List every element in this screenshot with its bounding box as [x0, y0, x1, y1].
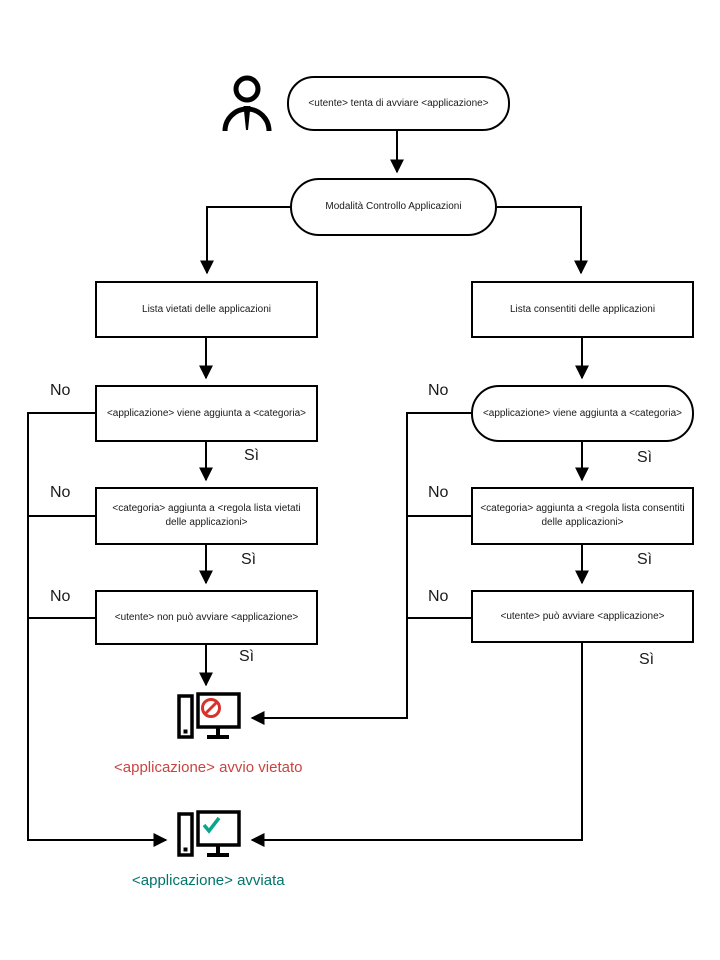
node-start: <utente> tenta di avviare <applicazione> [287, 76, 510, 131]
outcome-allowed-label: <applicazione> avviata [132, 872, 285, 889]
node-left-step2-label: <categoria> aggiunta a <regola lista vie… [112, 503, 301, 528]
connector-right-no-rail [250, 412, 408, 725]
label-no-right-3: No [428, 588, 449, 605]
outcome-blocked-label: <applicazione> avvio vietato [114, 759, 303, 776]
connector-right-yes-allowed [250, 643, 583, 847]
node-right-step1-label: <applicazione> viene aggiunta a <categor… [482, 407, 683, 419]
node-right-step1: <applicazione> viene aggiunta a <categor… [471, 385, 694, 442]
node-left-step1: <applicazione> viene aggiunta a <categor… [95, 385, 318, 442]
user-icon [220, 74, 274, 138]
label-yes-right-3: Sì [639, 651, 655, 668]
node-left-step2: <categoria> aggiunta a <regola lista vie… [95, 487, 318, 545]
label-no-left-3: No [50, 588, 71, 605]
node-right-step3: <utente> può avviare <applicazione> [471, 590, 694, 643]
node-left-step1-label: <applicazione> viene aggiunta a <categor… [106, 407, 307, 419]
label-no-right-1: No [428, 382, 449, 399]
connector-mode-right [497, 206, 588, 275]
computer-allowed-icon [176, 810, 242, 866]
node-mode-label: Modalità Controllo Applicazioni [325, 201, 462, 212]
node-left-step3-label: <utente> non può avviare <applicazione> [114, 611, 299, 623]
label-yes-left-2: Sì [241, 551, 257, 568]
node-allowlist: Lista consentiti delle applicazioni [471, 281, 694, 338]
node-allowlist-label: Lista consentiti delle applicazioni [509, 303, 656, 315]
connector-mode-left [200, 206, 290, 275]
node-start-label: <utente> tenta di avviare <applicazione> [308, 97, 489, 109]
connector-left-no-rail [27, 412, 168, 847]
node-right-step2-label: <categoria> aggiunta a <regola lista con… [480, 503, 685, 528]
label-yes-right-1: Sì [637, 449, 653, 466]
label-yes-left-1: Sì [244, 447, 260, 464]
node-right-step2: <categoria> aggiunta a <regola lista con… [471, 487, 694, 545]
label-no-right-2: No [428, 484, 449, 501]
label-yes-right-2: Sì [637, 551, 653, 568]
label-yes-left-3: Sì [239, 648, 255, 665]
label-no-left-1: No [50, 382, 71, 399]
label-no-left-2: No [50, 484, 71, 501]
node-left-step3: <utente> non può avviare <applicazione> [95, 590, 318, 645]
node-mode: Modalità Controllo Applicazioni [290, 178, 497, 236]
node-denylist: Lista vietati delle applicazioni [95, 281, 318, 338]
computer-blocked-icon [176, 692, 242, 748]
node-right-step3-label: <utente> può avviare <applicazione> [500, 610, 665, 622]
node-denylist-label: Lista vietati delle applicazioni [142, 303, 271, 315]
